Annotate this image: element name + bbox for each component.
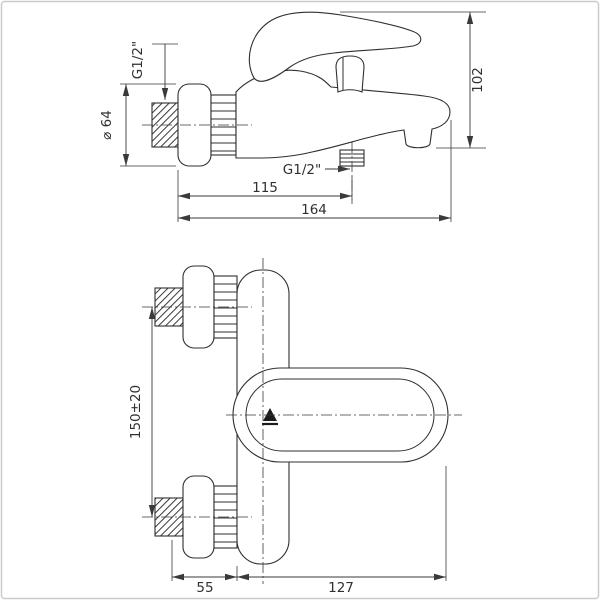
reach127-label: 127: [328, 580, 354, 596]
flange-diameter-extensions: [120, 83, 176, 167]
front-bottom-nut-thread-lines: [214, 493, 237, 543]
depth115-label: 115: [252, 180, 278, 196]
height-label: 102: [470, 67, 486, 93]
depth164-label: 164: [301, 202, 327, 218]
front-top-nut-thread-lines: [214, 283, 237, 333]
brand-logo-mark: [263, 408, 277, 421]
inlet-thread-label: G1/2": [130, 41, 146, 79]
offset55-label: 55: [196, 580, 213, 596]
flange-diameter-label: ⌀ 64: [99, 110, 115, 140]
side-view: G1/2" ⌀ 64 102 G1/2" 115 164: [99, 11, 486, 222]
front-view: 150±20 55 127: [128, 258, 462, 596]
side-body-and-spout: [235, 69, 451, 159]
side-lever-handle: [248, 11, 422, 82]
outlet-thread-label: G1/2": [283, 162, 321, 178]
side-diverter-knob: [335, 55, 365, 93]
height-extensions: [340, 11, 486, 149]
side-nut-thread-lines: [211, 102, 236, 152]
mounting-centers-label: 150±20: [128, 385, 144, 439]
